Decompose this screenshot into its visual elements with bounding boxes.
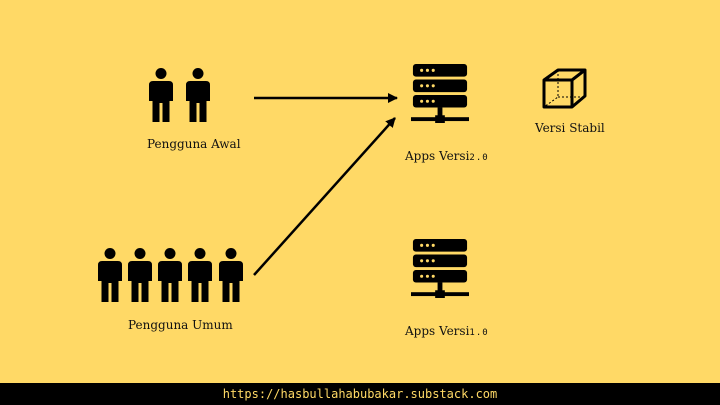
server-v2-icon bbox=[411, 64, 469, 123]
general-users-label: Pengguna Umum bbox=[128, 318, 233, 332]
general-users-group bbox=[98, 248, 243, 302]
diagram-canvas bbox=[98, 64, 587, 302]
early-users-label: Pengguna Awal bbox=[147, 137, 241, 151]
server-v1-icon bbox=[411, 239, 469, 298]
footer-bar: https://hasbullahabubakar.substack.com bbox=[0, 383, 720, 405]
server-v2-label: Apps Versi2.0 bbox=[405, 149, 489, 163]
stable-version-label: Versi Stabil bbox=[535, 121, 605, 135]
person-icon bbox=[219, 248, 243, 302]
server-v1-version: 1.0 bbox=[469, 328, 489, 338]
person-icon bbox=[186, 68, 210, 122]
person-icon bbox=[98, 248, 122, 302]
server-v1-name: Apps Versi bbox=[405, 324, 470, 338]
server-v2-name: Apps Versi bbox=[405, 149, 470, 163]
cube-icon bbox=[542, 68, 587, 109]
footer-url[interactable]: https://hasbullahabubakar.substack.com bbox=[222, 387, 498, 401]
server-v1-label: Apps Versi1.0 bbox=[405, 324, 489, 338]
server-v2-version: 2.0 bbox=[469, 153, 489, 163]
early-users-group bbox=[149, 68, 210, 122]
person-icon bbox=[158, 248, 182, 302]
person-icon bbox=[128, 248, 152, 302]
person-icon bbox=[149, 68, 173, 122]
person-icon bbox=[188, 248, 212, 302]
arrow-general-to-v2 bbox=[253, 117, 396, 276]
